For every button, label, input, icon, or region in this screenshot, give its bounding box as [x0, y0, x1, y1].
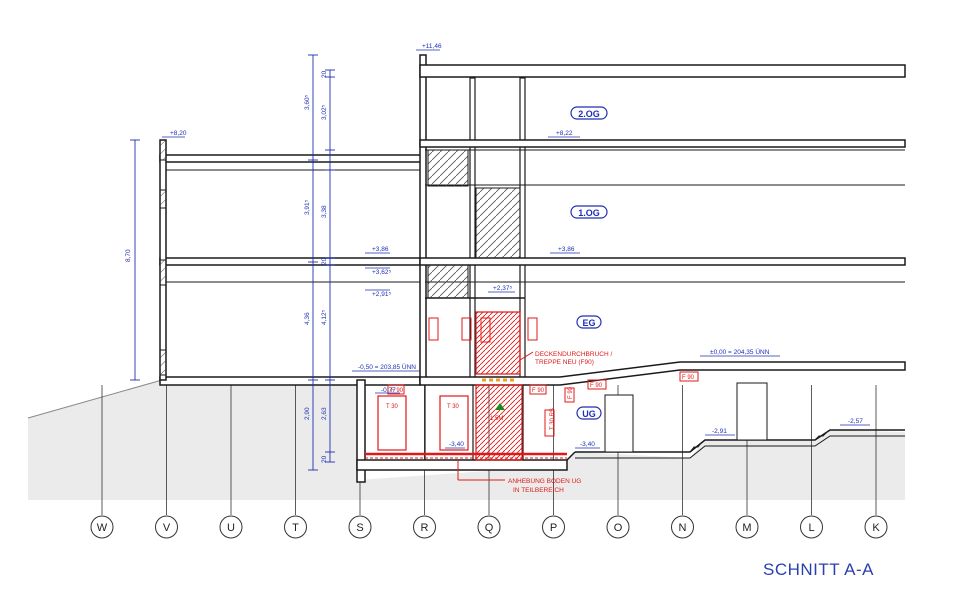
svg-text:O: O [614, 522, 623, 534]
elev-ug-floor-right: -3,40 [580, 441, 595, 448]
axis-bubble-o: O [606, 515, 630, 539]
elev-2og: +8,22 [556, 130, 573, 137]
label-f90-b: F 90 [532, 388, 545, 394]
elev-ground-right: ±0,00 = 204,35 ÜNN [710, 348, 770, 356]
fire-labels: T 30 T 30 F 90 F 90 F 90 F 90 F 90 T 30 … [386, 375, 695, 430]
elev-eg-sub: +2,91⁵ [372, 291, 391, 298]
svg-text:L: L [808, 522, 814, 534]
dim-d1: 3,60⁵ [304, 94, 311, 110]
axis-bubble-l: L [800, 515, 823, 539]
svg-text:S: S [356, 522, 363, 534]
axis-bubble-w: W [90, 515, 114, 539]
dim-d2: 3,02⁵ [321, 104, 328, 120]
dim-d5: 4,36 [304, 312, 311, 325]
dim-d8: 2,63 [321, 407, 328, 420]
elev-ground-left: -0,50 = 203,85 ÜNN [358, 363, 416, 371]
floor-label-2og: 2.OG [570, 106, 608, 120]
elev-1og-left: +3,86 [372, 246, 389, 253]
elev-1og-sub: +3,62⁵ [372, 269, 391, 276]
elev-top: +11,46 [422, 43, 442, 50]
axis-bubble-s: S [348, 515, 372, 539]
dim-d-top: 20 [321, 70, 328, 78]
dim-d4: 3,38 [321, 205, 328, 218]
fire-protection [365, 311, 699, 481]
svg-text:U: U [227, 522, 235, 534]
axis-bubble-u: U [219, 515, 243, 539]
elev-ug-floor-left: -3,40 [449, 441, 464, 448]
svg-text:R: R [421, 522, 429, 534]
elev-terrain-right: -2,57 [848, 418, 863, 425]
floor-label-1og: 1.OG [570, 205, 608, 219]
label-t30-b: T 30 [447, 404, 460, 410]
axis-bubble-v: V [155, 515, 178, 539]
dim-d9: 20 [321, 257, 328, 265]
label-f90-c: F 90 [590, 383, 603, 389]
svg-text:T: T [292, 522, 299, 534]
svg-text:P: P [550, 522, 557, 534]
label-f90-a: F 90 [391, 388, 404, 394]
note-anhebung-1: ANHEBUNG BODEN UG [508, 478, 581, 485]
note-treppe: TREPPE NEU (F90) [535, 359, 594, 366]
svg-text:M: M [742, 522, 751, 534]
axis-bubble-m: M [735, 515, 759, 539]
terrain [27, 379, 905, 500]
svg-text:V: V [163, 522, 171, 534]
svg-text:1.OG: 1.OG [578, 208, 600, 218]
label-f90-door: F 90 [568, 386, 574, 399]
dim-d6: 4,12⁵ [321, 309, 328, 325]
axis-bubble-q: Q [477, 515, 501, 539]
floor-label-eg: EG [576, 315, 602, 329]
dim-d7: 2,90 [304, 407, 311, 420]
axis-bubble-r: R [413, 515, 436, 539]
elev-left-roof: +8,20 [170, 130, 187, 137]
elevation-markers: +11,46 +8,20 +8,22 +3,86 +3,86 +3,62⁵ +2… [162, 43, 870, 449]
svg-text:2.OG: 2.OG [578, 109, 600, 119]
svg-text:K: K [872, 522, 880, 534]
dim-d10: 20 [321, 455, 328, 463]
axis-bubble-p: P [542, 515, 565, 539]
label-f90-d: F 90 [682, 375, 695, 381]
floor-label-ug: UG [576, 406, 602, 420]
axis-bubble-n: N [671, 515, 694, 539]
elev-1og-right: +3,86 [558, 246, 575, 253]
elev-stair-landing: +2,37⁵ [493, 285, 512, 292]
label-stair-width: 1.5M [490, 416, 503, 422]
axis-bubble-k: K [864, 515, 888, 539]
annotations: DECKENDURCHBRUCH / TREPPE NEU (F90) ANHE… [508, 351, 612, 494]
note-anhebung-2: IN TEILBEREICH [513, 487, 564, 494]
dim-d3: 3,91⁵ [304, 199, 311, 215]
label-t30-a: T 30 [386, 404, 399, 410]
building-structure [159, 54, 906, 483]
svg-text:W: W [97, 522, 108, 534]
sheet-title: SCHNITT A-A [763, 560, 874, 579]
axis-bubble-t: T [284, 515, 307, 539]
dimension-labels: 8,70 3,60⁵ 3,91⁵ 4,36 2,90 20 3,02⁵ 3,38… [125, 70, 328, 463]
svg-text:EG: EG [582, 318, 595, 328]
svg-text:UG: UG [582, 409, 596, 419]
elev-terrain-mid: -2,91 [712, 428, 727, 435]
note-deckendurchbruch: DECKENDURCHBRUCH / [535, 351, 612, 358]
svg-text:Q: Q [485, 522, 494, 534]
floor-labels: 2.OG 1.OG EG UG [570, 106, 608, 420]
elev-ug-upper: -0,77 [381, 387, 396, 394]
dim-total-left: 8,70 [125, 249, 132, 262]
label-t30-rs: T 30 RS [550, 408, 556, 430]
svg-text:N: N [679, 522, 687, 534]
dimension-chains [130, 54, 335, 471]
